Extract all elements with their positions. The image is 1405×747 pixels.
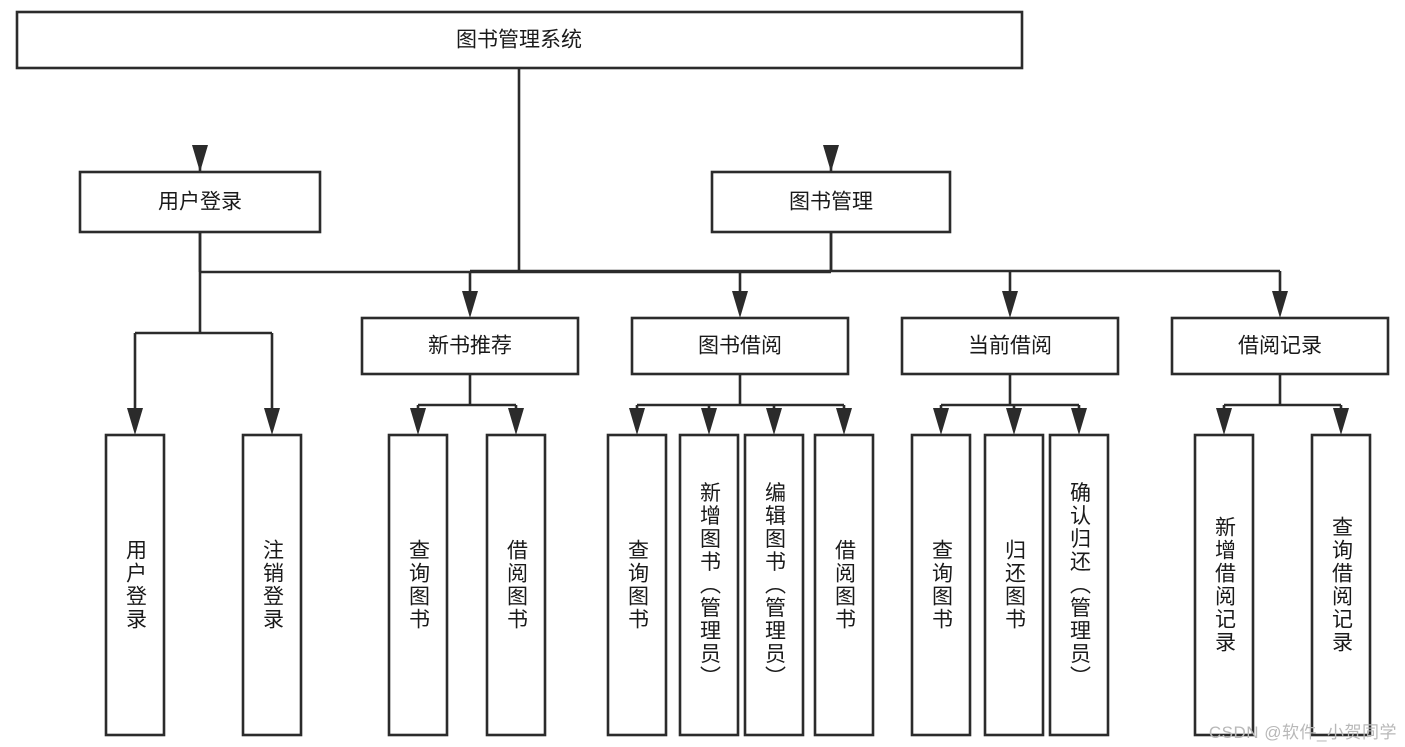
node-leaf-return-book-label: 归还图书 [1003, 539, 1027, 631]
node-leaf-return-book-box[interactable] [983, 433, 1045, 737]
arrow-head-new-book-recommend [462, 291, 478, 318]
node-leaf-user-login[interactable]: 用户登录 [104, 433, 166, 737]
arrow-head-leaf-borrow-book-2 [836, 408, 852, 435]
node-leaf-query-book-3-box[interactable] [910, 433, 972, 737]
node-root-box[interactable] [15, 10, 1024, 70]
node-book-management-box[interactable] [710, 170, 952, 234]
node-leaf-confirm-return-label: 确认归还（管理员） [1068, 482, 1092, 689]
node-leaf-query-book-1[interactable]: 查询图书 [387, 433, 449, 737]
arrow-head-leaf-query-book-3 [933, 408, 949, 435]
node-leaf-borrow-book-2-label: 借阅图书 [833, 539, 857, 631]
arrow-head-leaf-user-login [127, 408, 143, 435]
node-leaf-query-book-1-box[interactable] [387, 433, 449, 737]
node-leaf-query-borrow-record-box[interactable] [1310, 433, 1372, 737]
node-leaf-edit-book-label: 编辑图书（管理员） [763, 482, 787, 689]
arrow-head-current-borrow [1002, 291, 1018, 318]
node-leaf-user-login-box[interactable] [104, 433, 166, 737]
arrow-head-leaf-query-book-2 [629, 408, 645, 435]
node-new-book-recommend[interactable]: 新书推荐 [360, 316, 580, 376]
node-leaf-query-book-3-label: 查询图书 [930, 539, 954, 631]
node-leaf-borrow-book-1-box[interactable] [485, 433, 547, 737]
node-user-login-label: 用户登录 [158, 191, 242, 214]
node-leaf-query-book-2[interactable]: 查询图书 [606, 433, 668, 737]
arrow-head-leaf-logout [264, 408, 280, 435]
node-leaf-return-book[interactable]: 归还图书 [983, 433, 1045, 737]
node-leaf-edit-book[interactable]: 编辑图书（管理员） [743, 433, 805, 737]
node-leaf-add-book[interactable]: 新增图书（管理员） [678, 433, 740, 737]
node-leaf-confirm-return-box[interactable] [1048, 433, 1110, 737]
node-current-borrow-label: 当前借阅 [968, 335, 1052, 358]
node-leaf-add-book-label: 新增图书（管理员） [698, 482, 722, 689]
node-leaf-edit-book-box[interactable] [743, 433, 805, 737]
node-borrow-record-label: 借阅记录 [1238, 335, 1322, 358]
node-leaf-query-book-3[interactable]: 查询图书 [910, 433, 972, 737]
node-current-borrow-box[interactable] [900, 316, 1120, 376]
arrow-head-leaf-edit-book [766, 408, 782, 435]
node-leaf-borrow-book-1-label: 借阅图书 [505, 539, 529, 631]
node-leaf-query-borrow-record-label: 查询借阅记录 [1330, 516, 1354, 654]
node-leaf-borrow-book-2[interactable]: 借阅图书 [813, 433, 875, 737]
node-new-book-recommend-label: 新书推荐 [428, 335, 512, 358]
node-leaf-query-book-2-box[interactable] [606, 433, 668, 737]
node-user-login-box[interactable] [78, 170, 322, 234]
node-borrow-record-box[interactable] [1170, 316, 1390, 376]
arrow-head-leaf-confirm-return [1071, 408, 1087, 435]
node-book-borrow-box[interactable] [630, 316, 850, 376]
arrow-head-leaf-query-book-1 [410, 408, 426, 435]
node-book-management[interactable]: 图书管理 [710, 170, 952, 234]
node-leaf-query-book-1-label: 查询图书 [407, 539, 431, 631]
arrow-head-leaf-add-borrow-record [1216, 408, 1232, 435]
arrow-head-leaf-add-book [701, 408, 717, 435]
node-leaf-query-borrow-record[interactable]: 查询借阅记录 [1310, 433, 1372, 737]
node-leaf-logout-box[interactable] [241, 433, 303, 737]
arrow-head-leaf-return-book [1006, 408, 1022, 435]
arrow-head-user-login [192, 145, 208, 172]
connector-layer [127, 68, 1349, 435]
node-leaf-borrow-book-1[interactable]: 借阅图书 [485, 433, 547, 737]
node-leaf-borrow-book-2-box[interactable] [813, 433, 875, 737]
node-leaf-logout-label: 注销登录 [261, 539, 285, 631]
arrow-head-book-borrow [732, 291, 748, 318]
node-book-borrow[interactable]: 图书借阅 [630, 316, 850, 376]
node-book-management-label: 图书管理 [789, 191, 873, 214]
arrow-head-leaf-query-borrow-record [1333, 408, 1349, 435]
node-current-borrow[interactable]: 当前借阅 [900, 316, 1120, 376]
arrow-head-leaf-borrow-book-1 [508, 408, 524, 435]
node-borrow-record[interactable]: 借阅记录 [1170, 316, 1390, 376]
node-leaf-add-borrow-record[interactable]: 新增借阅记录 [1193, 433, 1255, 737]
node-root-label: 图书管理系统 [456, 29, 582, 52]
node-new-book-recommend-box[interactable] [360, 316, 580, 376]
node-root[interactable]: 图书管理系统 [15, 10, 1024, 70]
node-leaf-user-login-label: 用户登录 [124, 539, 148, 631]
node-leaf-add-borrow-record-label: 新增借阅记录 [1213, 516, 1237, 654]
node-leaf-logout[interactable]: 注销登录 [241, 433, 303, 737]
arrow-head-borrow-record [1272, 291, 1288, 318]
node-leaf-confirm-return[interactable]: 确认归还（管理员） [1048, 433, 1110, 737]
node-leaf-add-book-box[interactable] [678, 433, 740, 737]
node-leaf-add-borrow-record-box[interactable] [1193, 433, 1255, 737]
node-layer: 图书管理系统 用户登录 图书管理 新书推荐 图书借阅 [15, 10, 1390, 737]
node-leaf-query-book-2-label: 查询图书 [626, 539, 650, 631]
node-book-borrow-label: 图书借阅 [698, 335, 782, 358]
arrow-head-book-management [823, 145, 839, 172]
node-user-login[interactable]: 用户登录 [78, 170, 322, 234]
